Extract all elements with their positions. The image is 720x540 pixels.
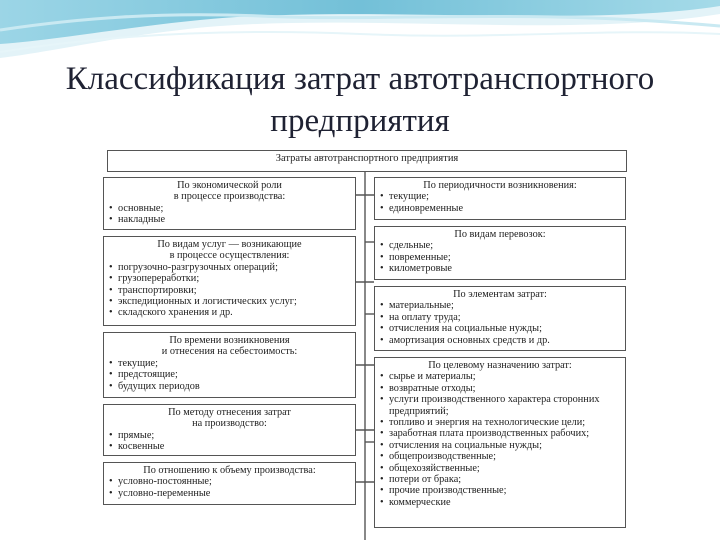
decorative-banner bbox=[0, 0, 720, 80]
list-item: прямые; bbox=[109, 430, 350, 441]
list-item: накладные bbox=[109, 214, 350, 225]
list-item: на оплату труда; bbox=[380, 312, 620, 323]
left-box-attribution: По методу отнесения затрат на производст… bbox=[103, 404, 356, 456]
list-item: топливо и энергия на технологические цел… bbox=[380, 417, 620, 428]
list-item: единовременные bbox=[380, 203, 620, 214]
list-item: складского хранения и др. bbox=[109, 307, 350, 318]
list-item: прочие производственные; bbox=[380, 485, 620, 496]
left-box-economic-role: По экономической роли в процессе произво… bbox=[103, 177, 356, 230]
list-item: заработная плата производственных рабочи… bbox=[380, 428, 620, 439]
box-heading: По отношению к объему производства: bbox=[143, 465, 316, 476]
box-heading: По видам перевозок: bbox=[454, 229, 546, 240]
list-item: будущих периодов bbox=[109, 381, 350, 392]
list-item: отчисления на социальные нужды; bbox=[380, 323, 620, 334]
slide-title: Классификация затрат автотранспортного п… bbox=[65, 61, 655, 139]
list-item: погрузочно-разгрузочных операций; bbox=[109, 262, 350, 273]
list-item: километровые bbox=[380, 263, 620, 274]
list-item: экспедиционных и логистических услуг; bbox=[109, 296, 350, 307]
box-heading: По методу отнесения затрат на производст… bbox=[168, 407, 291, 430]
right-box-elements: По элементам затрат: материальные; на оп… bbox=[374, 286, 626, 351]
left-box-time: По времени возникновения и отнесения на … bbox=[103, 332, 356, 398]
list-item: потери от брака; bbox=[380, 474, 620, 485]
list-item: условно-постоянные; bbox=[109, 476, 350, 487]
left-box-volume: По отношению к объему производства: усло… bbox=[103, 462, 356, 505]
box-heading: По элементам затрат: bbox=[453, 289, 547, 300]
box-heading: По видам услуг — возникающие в процессе … bbox=[157, 239, 302, 262]
box-heading: По целевому назначению затрат: bbox=[428, 360, 572, 371]
root-box: Затраты автотранспортного предприятия bbox=[107, 150, 627, 172]
box-heading: По экономической роли в процессе произво… bbox=[173, 180, 286, 203]
right-box-purpose: По целевому назначению затрат: сырье и м… bbox=[374, 357, 626, 528]
list-item: основные; bbox=[109, 203, 350, 214]
list-item: грузопереработки; bbox=[109, 273, 350, 284]
list-item: материальные; bbox=[380, 300, 620, 311]
list-item: коммерческие bbox=[380, 497, 620, 508]
right-box-transport: По видам перевозок: сдельные; повременны… bbox=[374, 226, 626, 280]
list-item: услуги производственного характера сторо… bbox=[380, 394, 620, 417]
list-item: амортизация основных средств и др. bbox=[380, 335, 620, 346]
list-item: предстоящие; bbox=[109, 369, 350, 380]
list-item: повременные; bbox=[380, 252, 620, 263]
right-box-periodicity: По периодичности возникновения: текущие;… bbox=[374, 177, 626, 220]
list-item: текущие; bbox=[380, 191, 620, 202]
box-heading: По периодичности возникновения: bbox=[423, 180, 577, 191]
list-item: текущие; bbox=[109, 358, 350, 369]
left-box-services: По видам услуг — возникающие в процессе … bbox=[103, 236, 356, 326]
list-item: условно-переменные bbox=[109, 488, 350, 499]
root-label: Затраты автотранспортного предприятия bbox=[275, 153, 459, 164]
list-item: общехозяйственные; bbox=[380, 463, 620, 474]
list-item: общепроизводственные; bbox=[380, 451, 620, 462]
list-item: сдельные; bbox=[380, 240, 620, 251]
list-item: сырье и материалы; bbox=[380, 371, 620, 382]
list-item: возвратные отходы; bbox=[380, 383, 620, 394]
list-item: транспортировки; bbox=[109, 285, 350, 296]
list-item: косвенные bbox=[109, 441, 350, 452]
list-item: отчисления на социальные нужды; bbox=[380, 440, 620, 451]
box-heading: По времени возникновения и отнесения на … bbox=[161, 335, 298, 358]
